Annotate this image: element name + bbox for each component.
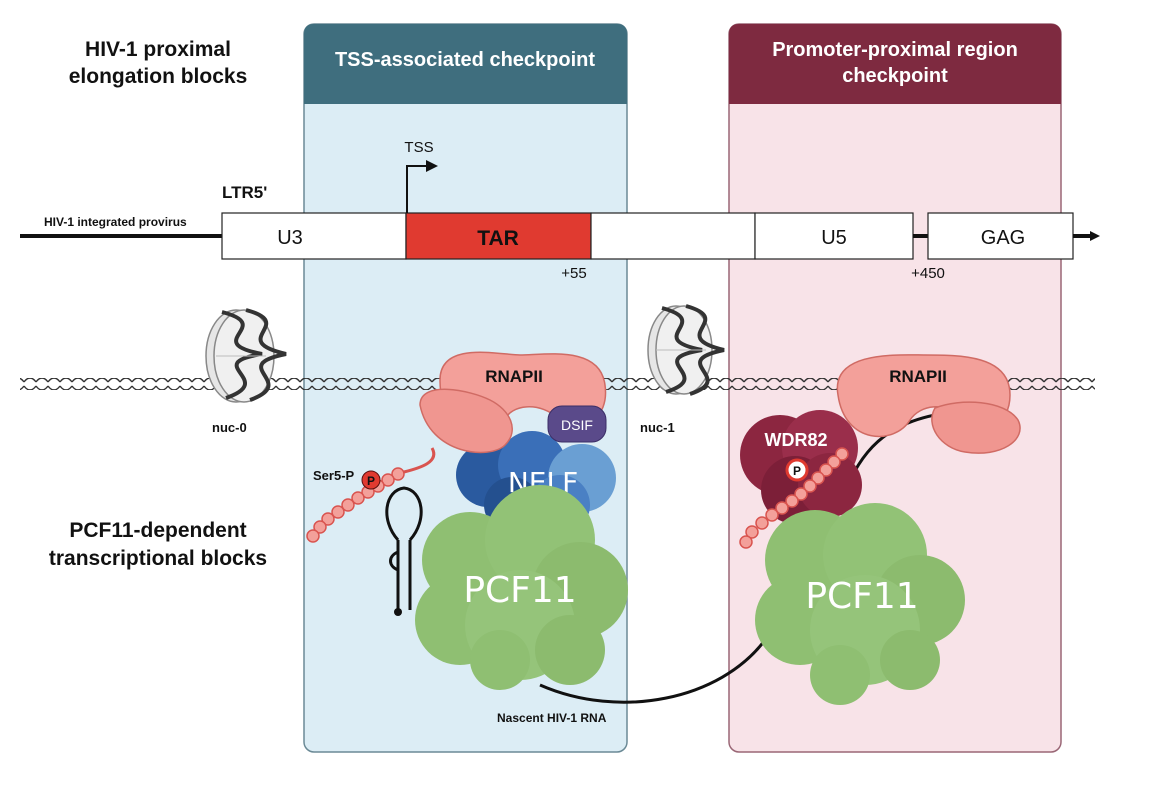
ser5p-label: Ser5-P <box>313 468 355 483</box>
promoter-proximal-title-line1: Promoter-proximal region <box>772 39 1018 61</box>
gag-label: GAG <box>981 227 1025 249</box>
u5-segment <box>754 212 914 260</box>
nucleosome-1 <box>647 304 725 396</box>
provirus-label: HIV-1 integrated provirus <box>44 215 187 229</box>
position-55-label: +55 <box>561 265 586 282</box>
gag-segment <box>927 212 1074 260</box>
nuc1-label: nuc-1 <box>640 420 675 435</box>
dsif-label: DSIF <box>561 417 593 433</box>
u5-label: U5 <box>821 227 847 249</box>
dsif-complex: DSIF <box>547 405 607 443</box>
u3-label: U3 <box>277 227 303 249</box>
nucleosome-0 <box>205 308 287 403</box>
tar-rna-hairpin <box>385 486 423 616</box>
rnapii-left-label: RNAPII <box>485 367 543 386</box>
position-450-label: +450 <box>911 265 945 282</box>
nascent-rna-label: Nascent HIV-1 RNA <box>497 711 607 725</box>
rnapii-right-label: RNAPII <box>889 367 947 386</box>
tar-label: TAR <box>477 227 519 250</box>
pcf11-blocks-label-line1: PCF11-dependent <box>69 519 246 542</box>
pcf11-left: PCF11 <box>415 485 628 690</box>
pcf11-right: PCF11 <box>755 503 965 705</box>
ctd-tail-left <box>306 447 436 543</box>
wdr82-label: WDR82 <box>764 430 827 450</box>
phospho-badge-right: P <box>785 458 809 482</box>
phospho-badge-left: P <box>361 470 381 490</box>
provirus-map: HIV-1 integrated provirus LTR5' U3 TAR U… <box>20 139 1100 282</box>
pcf11-blocks-label-line2: transcriptional blocks <box>49 547 267 570</box>
tar-segment <box>405 212 592 260</box>
svg-text:P: P <box>367 474 375 488</box>
ctd-tail-right <box>739 447 849 549</box>
ltr5-label: LTR5' <box>222 183 267 202</box>
pcf11-left-label: PCF11 <box>463 570 576 611</box>
rnapii-right: RNAPII <box>836 354 1021 454</box>
tss-checkpoint-title: TSS-associated checkpoint <box>335 49 595 71</box>
elongation-blocks-label-line1: HIV-1 proximal <box>85 38 231 61</box>
tss-label: TSS <box>404 139 433 156</box>
nuc0-label: nuc-0 <box>212 420 247 435</box>
tss-arrow <box>406 165 428 213</box>
u3-segment <box>221 212 407 260</box>
svg-text:P: P <box>793 464 801 478</box>
promoter-proximal-title-line2: checkpoint <box>842 65 948 87</box>
pcf11-right-label: PCF11 <box>805 576 918 617</box>
elongation-blocks-label-line2: elongation blocks <box>69 65 248 88</box>
spacer-segment <box>590 212 756 260</box>
